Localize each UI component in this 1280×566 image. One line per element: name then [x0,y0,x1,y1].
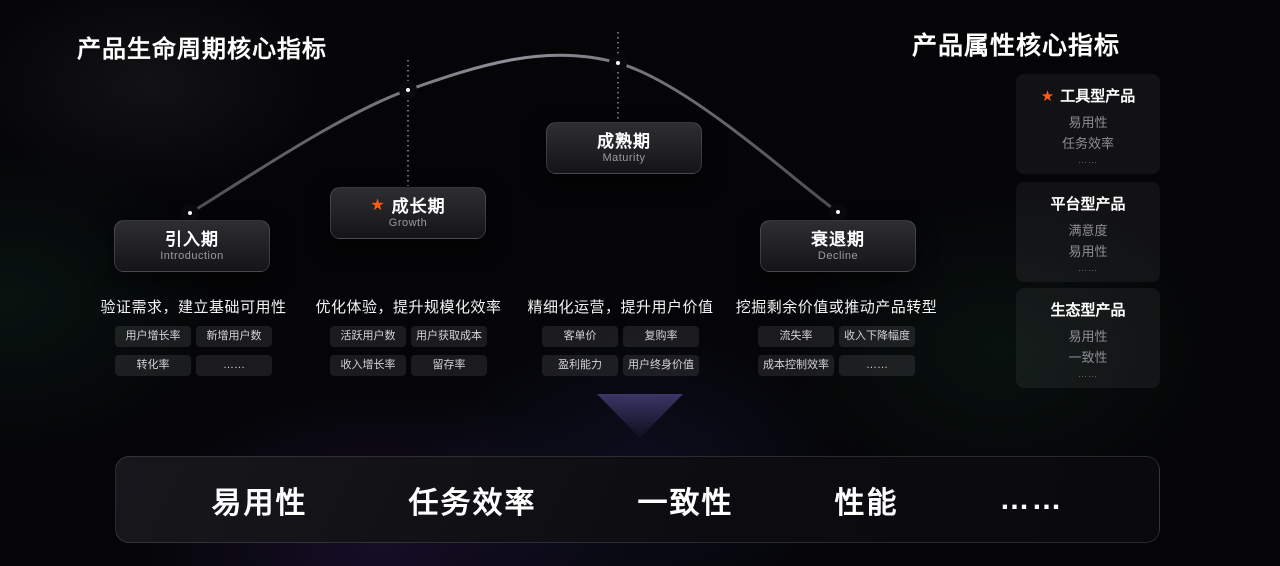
product-type-metric: 任务效率 [1061,135,1114,151]
metric-tag: 用户终身价值 [623,355,699,376]
product-type-title-row: 生态型产品 [1024,301,1152,321]
metric-tag: 成本控制效率 [758,355,834,376]
product-type-title-row: 平台型产品 [1024,195,1152,215]
stage-column-maturity: 精细化运营，提升用户价值 客单价 复购率 盈利能力 用户终身价值 [528,296,713,376]
metric-tag: 新增用户数 [196,326,272,347]
stage-title-row: 成熟期 [597,133,651,150]
stage-column-decline: 挖掘剩余价值或推动产品转型 流失率 收入下降幅度 成本控制效率 …… [736,296,937,376]
product-type-title-row: ★ 工具型产品 [1024,87,1152,107]
more-ellipsis: …… [1078,154,1098,165]
summary-metric-ellipsis: …… [999,482,1064,516]
stage-subtitle: Decline [817,249,859,262]
growth-dot [399,81,417,99]
stage-box-maturity: 成熟期 Maturity [546,122,702,174]
product-type-card-ecosystem: 生态型产品 易用性 一致性 …… [1016,288,1160,388]
metric-tags: 流失率 收入下降幅度 成本控制效率 …… [758,326,915,376]
stage-box-growth: ★ 成长期 Growth [330,187,486,239]
product-type-title: 工具型产品 [1060,88,1136,105]
summary-metric: 性能 [834,486,899,520]
lifecycle-curve [188,53,840,215]
page-title-lifecycle: 产品生命周期核心指标 [77,36,327,63]
product-type-card-platform: 平台型产品 满意度 易用性 …… [1016,182,1160,282]
stage-goal: 验证需求，建立基础可用性 [100,299,287,316]
product-type-metric: 一致性 [1068,349,1108,365]
metric-tags: 客单价 复购率 盈利能力 用户终身价值 [542,326,699,376]
stage-subtitle: Growth [388,216,428,229]
metric-tag: 用户增长率 [115,326,191,347]
stage-goal: 精细化运营，提升用户价值 [527,299,714,316]
star-icon: ★ [1040,88,1055,106]
product-type-title: 生态型产品 [1050,302,1126,319]
stage-title: 成熟期 [597,131,651,151]
product-type-card-tool: ★ 工具型产品 易用性 任务效率 …… [1016,74,1160,174]
down-arrow-triangle [597,394,683,438]
metric-tag: 收入增长率 [330,355,406,376]
stage-goal: 挖掘剩余价值或推动产品转型 [735,299,938,316]
stage-column-introduction: 验证需求，建立基础可用性 用户增长率 新增用户数 转化率 …… [101,296,286,376]
stage-title-row: 衰退期 [811,231,865,248]
introduction-dot [181,204,199,222]
metric-tag: …… [196,355,272,376]
metric-tags: 活跃用户数 用户获取成本 收入增长率 留存率 [330,326,487,376]
product-type-metric: 易用性 [1068,114,1108,130]
stage-title-row: 引入期 [165,231,219,248]
page-title-attributes: 产品属性核心指标 [912,32,1121,60]
metric-tag: 留存率 [411,355,487,376]
metric-tag: 收入下降幅度 [839,326,915,347]
metric-tag: 流失率 [758,326,834,347]
maturity-dot [609,54,627,72]
product-type-metric: 易用性 [1068,328,1108,344]
stage-title: 引入期 [165,229,219,249]
stage-subtitle: Introduction [160,249,224,262]
metric-tag: 用户获取成本 [411,326,487,347]
core-metrics-summary-bar: 易用性 任务效率 一致性 性能 …… [115,456,1160,543]
metric-tag: 复购率 [623,326,699,347]
metric-tags: 用户增长率 新增用户数 转化率 …… [115,326,272,376]
stage-subtitle: Maturity [602,151,646,164]
stage-title: 成长期 [391,196,446,216]
summary-metric: 任务效率 [408,486,537,520]
metric-tag: 活跃用户数 [330,326,406,347]
stage-title: 衰退期 [811,229,865,249]
stage-box-decline: 衰退期 Decline [760,220,916,272]
summary-metric: 易用性 [211,486,308,520]
metric-tag: …… [839,355,915,376]
product-type-metric: 易用性 [1068,243,1108,259]
summary-metric: 一致性 [637,486,734,520]
metric-tag: 转化率 [115,355,191,376]
star-icon: ★ [370,197,385,214]
stage-column-growth: 优化体验，提升规模化效率 活跃用户数 用户获取成本 收入增长率 留存率 [316,296,501,376]
stage-title-row: ★ 成长期 [370,198,445,215]
stage-goal: 优化体验，提升规模化效率 [315,299,502,316]
product-type-metric: 满意度 [1068,222,1108,238]
metric-tag: 盈利能力 [542,355,618,376]
decline-dot [829,203,847,221]
stage-box-introduction: 引入期 Introduction [114,220,270,272]
product-type-title: 平台型产品 [1050,196,1126,213]
metric-tag: 客单价 [542,326,618,347]
more-ellipsis: …… [1078,368,1098,379]
more-ellipsis: …… [1078,262,1098,273]
